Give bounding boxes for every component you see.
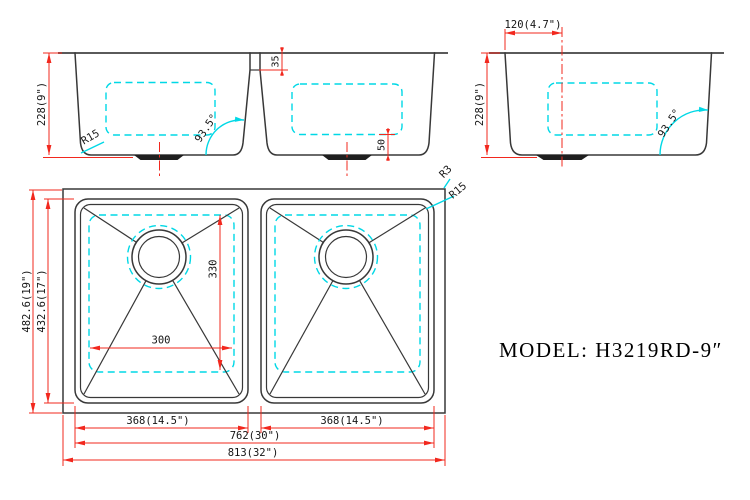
drawing-line	[182, 207, 240, 244]
drain-vertical-dim-label: 330	[208, 260, 220, 279]
drawing-line	[83, 207, 137, 243]
drawing-line	[83, 280, 147, 395]
drain-boss-arrow-top	[386, 129, 390, 135]
plan-right-dashed-zone	[274, 214, 421, 373]
bottom-extension-lines	[62, 406, 446, 466]
model-title: MODEL: H3219RD-9″	[499, 338, 723, 362]
bowl-depth-dim-label: 432.6(17")	[36, 269, 48, 332]
right-bowl-width-dim-label: 368(14.5")	[320, 415, 383, 427]
front-right-bowl-outline	[259, 52, 436, 156]
plan-r15-leader	[425, 195, 455, 210]
side-height-dim-label: 228(9")	[474, 82, 486, 126]
divider-depth-arrow-top	[280, 47, 284, 53]
drawing-line	[269, 280, 334, 395]
overall-width-dim-label: 813(32")	[228, 447, 279, 459]
side-wall-angle-arc	[659, 106, 709, 156]
plan-r3-label: R3	[437, 163, 454, 180]
front-right-dashed-zone	[291, 83, 403, 136]
overall-depth-dim-label: 482.6(19")	[21, 269, 33, 332]
drain-horizontal-dim-label: 300	[152, 335, 171, 347]
plan-left-drain-outer	[131, 229, 187, 285]
plan-right-drain-inner	[324, 235, 368, 279]
drawing-line	[359, 280, 426, 395]
drain-boss-arrow-bottom	[386, 155, 390, 161]
side-elevation-view: 228(9") 120(4.7") 93.5°	[474, 19, 724, 168]
plan-right-drain-outer	[318, 229, 374, 285]
front-left-bowl-outline	[74, 52, 251, 156]
plan-outer-rim	[62, 188, 446, 414]
front-height-dim-label: 228(9")	[36, 82, 48, 126]
divider-depth-arrow-bottom	[280, 70, 284, 76]
plan-left-drain-dashed	[126, 224, 192, 290]
plan-left-bowl	[74, 198, 249, 404]
side-wall-angle-label: 93.5°	[656, 107, 684, 140]
plan-right-bowl-inner	[265, 203, 430, 399]
plan-right-bowl-slope-lines	[269, 207, 426, 395]
front-radius-leader	[80, 141, 105, 154]
drain-boss-dim-label: 50	[377, 139, 388, 151]
plan-left-dashed-zone	[88, 214, 235, 373]
side-bowl-outline	[504, 52, 713, 156]
drawing-line	[369, 207, 426, 244]
front-left-dashed-zone	[105, 81, 216, 136]
bowls-span-dim-label: 762(30")	[230, 430, 281, 442]
left-bowl-width-dim-label: 368(14.5")	[126, 415, 189, 427]
plan-right-bowl	[260, 198, 435, 404]
divider-depth-dim-label: 35	[271, 55, 282, 67]
drawing-line	[172, 280, 240, 395]
front-wall-angle-label: 93.5°	[193, 112, 221, 145]
plan-left-bowl-inner	[79, 203, 244, 399]
plan-left-drain-inner	[137, 235, 181, 279]
side-dashed-zone	[547, 82, 658, 136]
drawing-line	[269, 207, 324, 243]
drain-offset-dim-label: 120(4.7")	[505, 19, 562, 31]
plan-right-drain-dashed	[313, 224, 379, 290]
plan-r3-leader	[443, 178, 451, 189]
front-wall-angle-arc	[205, 116, 245, 156]
front-elevation-view: 228(9") 35 50 93.5° R15	[36, 47, 448, 178]
plan-left-bowl-slope-lines	[83, 207, 240, 395]
plan-view: 482.6(19") 432.6(17") 330 300 368(14.5")…	[21, 163, 469, 466]
